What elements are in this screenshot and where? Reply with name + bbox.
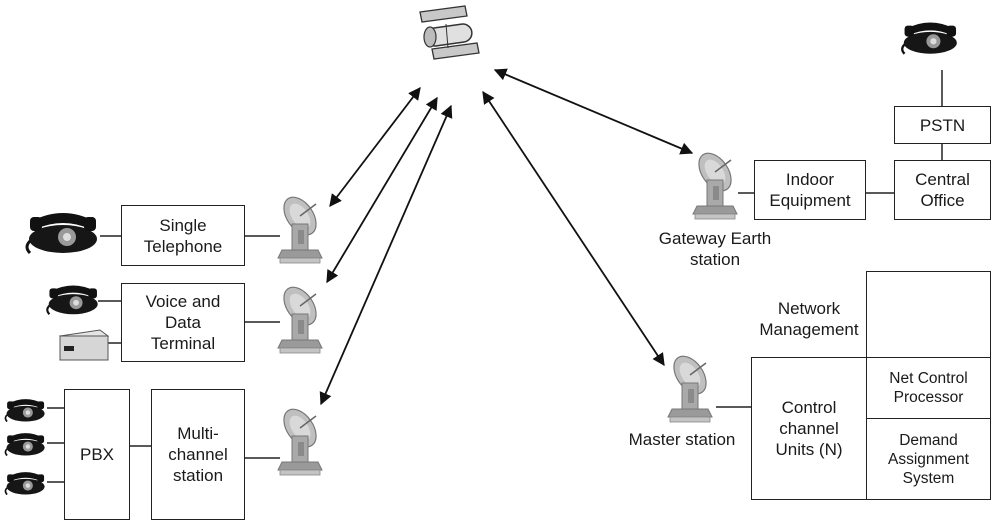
control-channel-units-box: Control channel Units (N) <box>751 357 867 500</box>
indoor-equipment-label: Indoor Equipment <box>769 170 851 210</box>
telephone-icon <box>4 471 46 496</box>
dish-antenna-icon <box>276 402 324 476</box>
dish-antenna-icon <box>276 280 324 354</box>
single-telephone-box: Single Telephone <box>121 205 245 266</box>
voice-data-terminal-label: Voice and Data Terminal <box>145 292 221 353</box>
satellite-icon <box>419 5 480 60</box>
net-control-processor-box: Net Control Processor <box>866 357 991 419</box>
master-station-label: Master station <box>628 430 736 449</box>
net-control-processor-label: Net Control Processor <box>889 370 968 406</box>
connection-lines <box>47 70 943 483</box>
voice-data-terminal-box: Voice and Data Terminal <box>121 283 245 362</box>
demand-assignment-system-box: Demand Assignment System <box>866 418 991 500</box>
multichannel-station-label: Multi- channel station <box>168 424 228 485</box>
demand-assignment-system-label: Demand Assignment System <box>888 431 969 487</box>
telephone-icon <box>46 284 99 316</box>
single-telephone-label: Single Telephone <box>143 215 223 256</box>
telephone-icon <box>4 432 46 457</box>
telephone-icon <box>901 21 958 55</box>
pbx-label: PBX <box>79 445 115 464</box>
dish-antenna-icon <box>666 349 714 423</box>
gateway-station-label: Gateway Earth station <box>658 229 772 269</box>
indoor-equipment-box: Indoor Equipment <box>754 160 866 220</box>
uplink-arrows <box>319 68 694 406</box>
pbx-box: PBX <box>64 389 130 520</box>
network-management-box <box>866 271 991 358</box>
control-channel-units-label: Control channel Units (N) <box>775 398 843 459</box>
dish-antenna-icon <box>691 146 739 220</box>
terminal-icon <box>58 329 110 361</box>
central-office-label: Central Office <box>915 170 970 210</box>
pstn-box: PSTN <box>894 106 991 144</box>
pstn-label: PSTN <box>919 115 966 135</box>
central-office-box: Central Office <box>894 160 991 220</box>
dish-antenna-icon <box>276 190 324 264</box>
network-management-label: Network Management <box>759 299 859 339</box>
telephone-icon <box>25 211 99 255</box>
telephone-icon <box>4 398 46 423</box>
multichannel-station-box: Multi- channel station <box>151 389 245 520</box>
